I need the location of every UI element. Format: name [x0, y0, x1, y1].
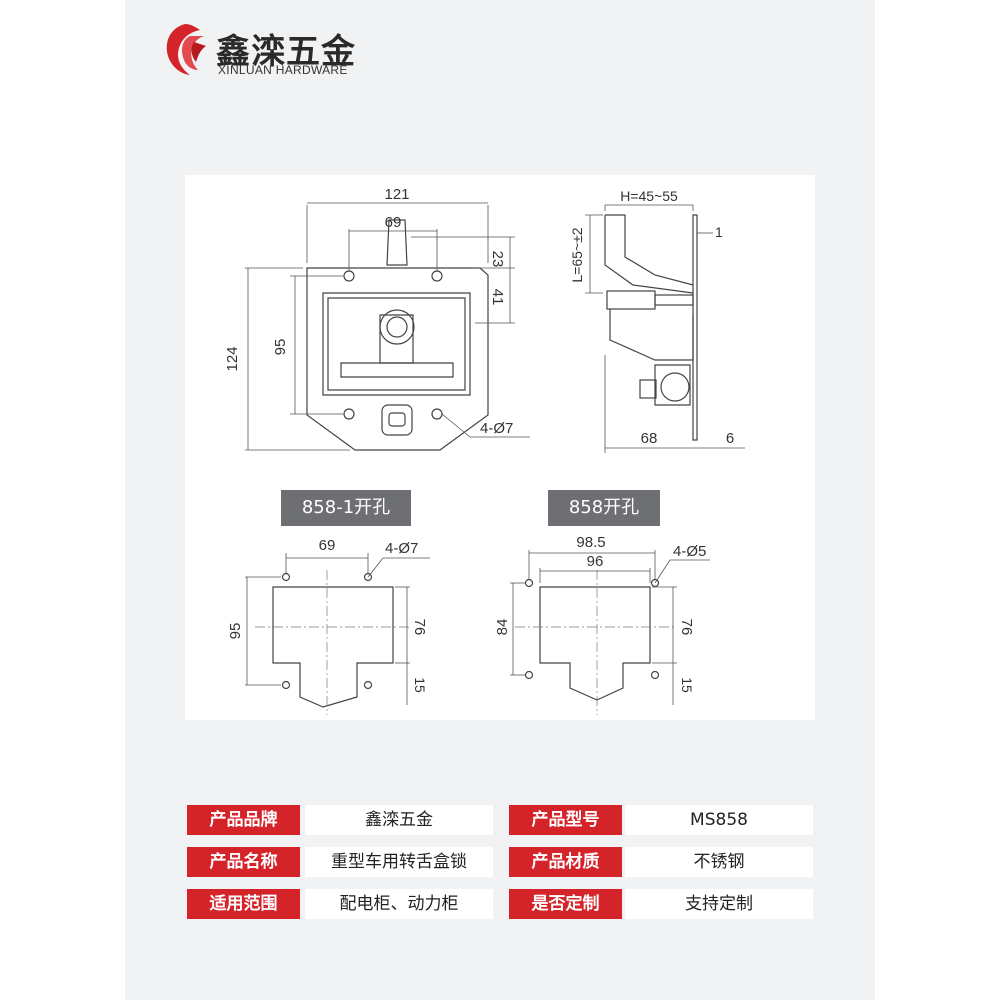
- drawing-svg: 121 69 23 41 124 95 4-Ø7: [224, 186, 745, 715]
- dim-41: 41: [489, 289, 506, 306]
- spec-key: 产品材质: [509, 847, 622, 877]
- spec-row: 产品品牌 鑫滦五金 产品型号 MS858: [187, 805, 813, 835]
- side-dim-labels: H=45~55 L=65~±2 1 68 6: [569, 188, 734, 447]
- front-recess: [322, 292, 471, 396]
- dim-124: 124: [224, 346, 241, 371]
- cutout2-dim-15: 15: [679, 677, 695, 693]
- spec-value: 重型车用转舌盒锁: [305, 847, 493, 877]
- spec-key: 适用范围: [187, 889, 300, 919]
- cutout2-dim-84: 84: [494, 619, 511, 636]
- technical-drawing: 121 69 23 41 124 95 4-Ø7: [185, 175, 815, 720]
- dim-l-range: L=65~±2: [569, 227, 585, 282]
- brand-name-cn: 鑫滦五金: [216, 32, 356, 72]
- cutout1-dim-95: 95: [227, 623, 244, 640]
- cutout2-dim-98-5: 98.5: [576, 534, 605, 551]
- cutout1-holes: 4-Ø7: [385, 540, 418, 557]
- red-phoenix-logo-icon: [166, 24, 206, 75]
- dim-6: 6: [726, 430, 734, 447]
- brand-logo: 鑫滦五金 XINLUAN HARDWARE: [160, 20, 380, 80]
- spec-row: 产品名称 重型车用转舌盒锁 产品材质 不锈钢: [187, 847, 813, 877]
- spec-value: MS858: [625, 805, 813, 835]
- dim-95: 95: [272, 339, 289, 356]
- cutout-858-title: 858开孔: [548, 490, 660, 526]
- spec-key: 产品品牌: [187, 805, 300, 835]
- spec-value: 鑫滦五金: [305, 805, 493, 835]
- dim-69: 69: [385, 214, 402, 231]
- dim-holes: 4-Ø7: [480, 420, 513, 437]
- spec-value: 支持定制: [625, 889, 813, 919]
- cutout-858-1-shape: [272, 572, 394, 708]
- spec-key: 产品型号: [509, 805, 622, 835]
- front-plate: [306, 267, 489, 451]
- dim-h-range: H=45~55: [620, 188, 678, 204]
- dim-121: 121: [384, 186, 409, 203]
- cutout1-dim-15: 15: [412, 677, 428, 693]
- cutout2-dim-76: 76: [678, 619, 695, 636]
- dim-thickness: 1: [715, 224, 723, 240]
- dim-68: 68: [641, 430, 658, 447]
- spec-value: 不锈钢: [625, 847, 813, 877]
- cutout1-dim-76: 76: [411, 619, 428, 636]
- brand-name-en: XINLUAN HARDWARE: [218, 63, 348, 77]
- handle: [340, 362, 454, 378]
- side-plate: [692, 214, 698, 441]
- cutout-858-shape: [524, 578, 660, 701]
- spec-row: 适用范围 配电柜、动力柜 是否定制 支持定制: [187, 889, 813, 919]
- tongue: [386, 219, 408, 266]
- front-dim-labels: 121 69 23 41 124 95 4-Ø7: [224, 186, 513, 437]
- cutout1-dim-69: 69: [319, 537, 336, 554]
- cutout2-holes: 4-Ø5: [673, 543, 706, 560]
- cutout-858-1-title: 858-1开孔: [281, 490, 411, 526]
- spec-key: 产品名称: [187, 847, 300, 877]
- dim-23: 23: [489, 251, 506, 268]
- spec-value: 配电柜、动力柜: [305, 889, 493, 919]
- spec-key: 是否定制: [509, 889, 622, 919]
- cutout2-dim-96: 96: [587, 553, 604, 570]
